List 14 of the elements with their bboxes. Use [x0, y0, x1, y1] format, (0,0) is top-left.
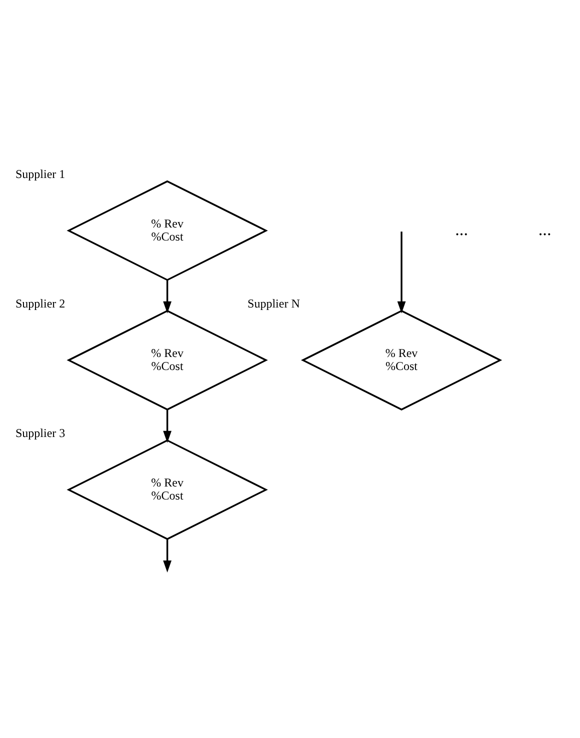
- arrow: [397, 231, 406, 313]
- node-label: Supplier 1: [16, 166, 66, 181]
- arrow: [163, 409, 172, 442]
- label: ...: [455, 219, 468, 238]
- node-label: Supplier N: [248, 296, 300, 310]
- arrow: [163, 280, 172, 313]
- node-diamond: % Rev %Cost: [66, 309, 268, 410]
- arrow: [163, 538, 172, 572]
- label: ...: [538, 219, 552, 238]
- node-label: Supplier 3: [16, 426, 66, 440]
- node-diamond: % Rev %Cost: [66, 438, 268, 540]
- node-diamond: % Rev %Cost: [66, 180, 268, 280]
- node-diamond: % Rev %Cost: [300, 309, 502, 410]
- node-label: Supplier 2: [16, 296, 66, 310]
